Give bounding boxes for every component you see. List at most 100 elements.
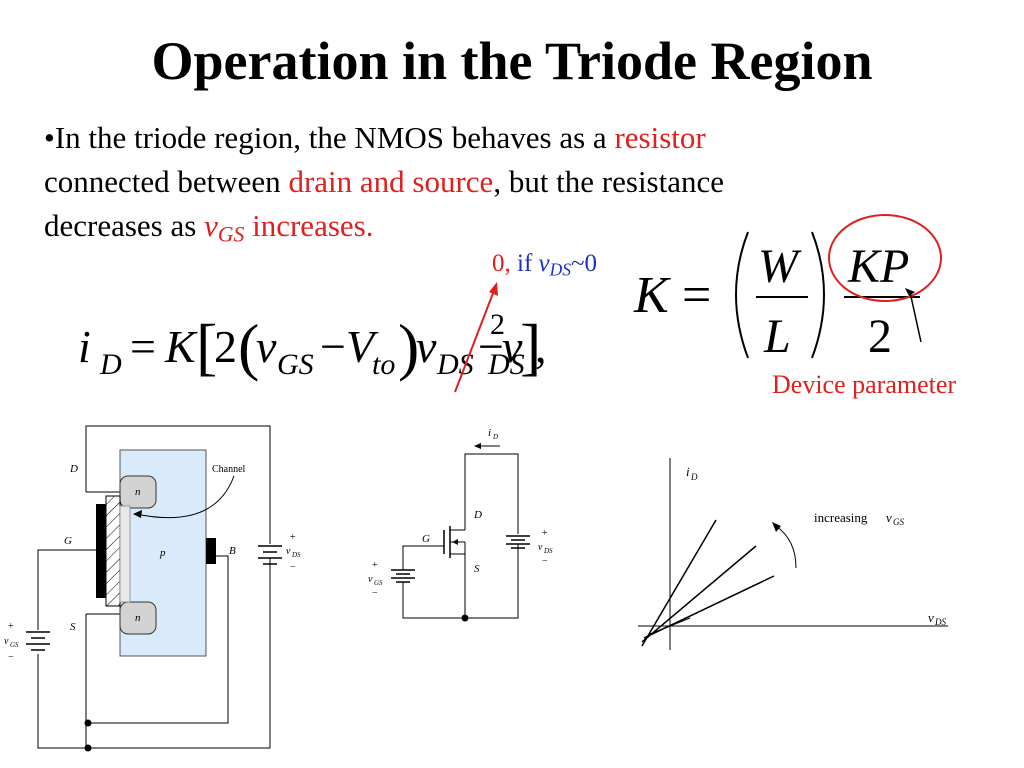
condition-approx: ~0 [571, 250, 598, 277]
condition-arrow-line [454, 287, 496, 393]
eq-v2: v [416, 321, 437, 372]
condition-zero: 0, [492, 250, 511, 277]
eq-vt-sub: to [372, 348, 395, 381]
condition-arrowhead [489, 282, 498, 296]
eq-rbracket: ] [520, 311, 541, 382]
kp-circle-highlight [828, 214, 942, 302]
fig1-vds-v: v [286, 546, 291, 557]
fig2-id-i: i [488, 427, 491, 439]
increasing-arrow-curve [775, 525, 797, 569]
fig2-vgs-plus: + [372, 560, 378, 571]
fig2-vds-v: v [538, 542, 543, 553]
eq-minus2: − [478, 321, 504, 372]
eq-v1: v [256, 321, 277, 372]
line-mid [641, 545, 757, 643]
drain-wire [85, 425, 271, 544]
channel-pointer [135, 475, 235, 519]
id-vds-characteristic-figure: i D v DS increasing v GS [638, 458, 948, 650]
fig1-label-s: S [70, 621, 76, 633]
fig3-increasing-text: increasing [814, 510, 868, 525]
eq-equals: = [130, 321, 156, 372]
condition-ds: DS [549, 259, 572, 280]
eq-k: K [164, 321, 198, 372]
k-w: W [758, 240, 802, 293]
bullet-mark: • [44, 120, 55, 155]
condition-annotation: 0, if vDS~0 [492, 250, 597, 280]
eq-lbracket: [ [196, 311, 217, 382]
condition-if: if [510, 250, 539, 277]
k-equals: = [682, 267, 711, 324]
eq-v3: v [502, 321, 523, 372]
k-lparen-shape [735, 231, 749, 359]
device-parameter-label: Device parameter [772, 370, 957, 399]
eq-lparen: ( [238, 311, 259, 382]
k-lhs: K [633, 267, 671, 324]
fig1-vds-sub: DS [291, 551, 300, 559]
kp-pointer-line [909, 291, 922, 343]
fig2-vds-sub: DS [543, 547, 553, 555]
gate-oxide [105, 495, 121, 607]
n-region-drain [119, 475, 157, 509]
k-kp: KP [847, 240, 909, 293]
fig2-vgs-v: v [368, 574, 373, 585]
highlight-resistor: resistor [614, 120, 706, 155]
equation-id: i D = K [ 2 ( v GS − V to ) v DS − v 2 D… [78, 308, 547, 382]
fig2-label-g: G [422, 533, 430, 545]
fig1-label-channel: Channel [212, 464, 246, 475]
fig1-label-p: p [159, 547, 166, 559]
eq-i-sub: D [99, 348, 122, 381]
fig1-label-d: D [69, 463, 78, 475]
gate-electrode [96, 504, 106, 598]
fig2-label-d: D [473, 509, 482, 521]
fig1-label-n2: n [135, 612, 141, 624]
page-title: Operation in the Triode Region [151, 31, 873, 91]
bullet-text-1: In the triode region, the NMOS behaves a… [54, 120, 615, 155]
eq-v1-sub: GS [277, 348, 314, 381]
eq-i: i [78, 321, 91, 372]
eq-comma: , [535, 321, 547, 372]
fig2-vgs-minus: − [372, 588, 378, 599]
fig1-vgs-plus: + [8, 621, 14, 632]
fig1-vds-minus: − [290, 562, 296, 573]
junction-dot-1 [84, 719, 92, 727]
nmos-circuit-figure: i D D G S + v DS − + v GS − [368, 427, 553, 622]
fig1-label-g: G [64, 535, 72, 547]
highlight-vgs: vGS increases. [204, 208, 374, 246]
equation-k: K = W L KP 2 [633, 231, 920, 363]
fig1-vgs-v: v [4, 636, 9, 647]
n-region-source [119, 601, 157, 635]
fig2-vgs-sub: GS [374, 579, 383, 587]
gate-wire [37, 549, 96, 630]
eq-square: 2 [490, 308, 505, 341]
fig1-vgs-sub: GS [10, 641, 19, 649]
fig1-label-n1: n [135, 486, 141, 498]
fig2-vds-plus: + [542, 528, 548, 539]
highlight-increases: increases. [244, 208, 374, 243]
ground-junction-dot [461, 614, 469, 622]
condition-v: v [538, 250, 550, 277]
body-wire [86, 555, 229, 724]
fig3-id-sub: D [690, 472, 698, 482]
vgs-v: v [204, 208, 218, 243]
highlight-drain-source: drain and source [288, 164, 494, 199]
fig2-label-s: S [474, 563, 480, 575]
vds-return-wire [88, 558, 271, 749]
current-arrowhead [474, 443, 481, 449]
mosfet-cross-section-figure: D G S B p n n Channel + v DS − + v GS − [4, 425, 300, 752]
fig2-id-sub: D [492, 433, 498, 441]
eq-minus1: − [320, 321, 346, 372]
fig1-vds-plus: + [290, 532, 296, 543]
k-rparen-shape [811, 231, 825, 359]
vds-battery-icon [258, 545, 282, 565]
bullet-paragraph: •In the triode region, the NMOS behaves … [44, 116, 944, 256]
vds-battery-icon [506, 535, 530, 549]
eq-two: 2 [214, 321, 237, 372]
k-l: L [763, 310, 791, 363]
line-steep [641, 519, 717, 647]
junction-dot-2 [84, 744, 92, 752]
eq-v2-sub: DS [436, 348, 474, 381]
bullet-text-4: decreases as [44, 208, 205, 243]
fig3-id-i: i [686, 464, 690, 479]
bullet-text-3: , but the resistance [493, 164, 725, 199]
body-contact [206, 538, 216, 564]
